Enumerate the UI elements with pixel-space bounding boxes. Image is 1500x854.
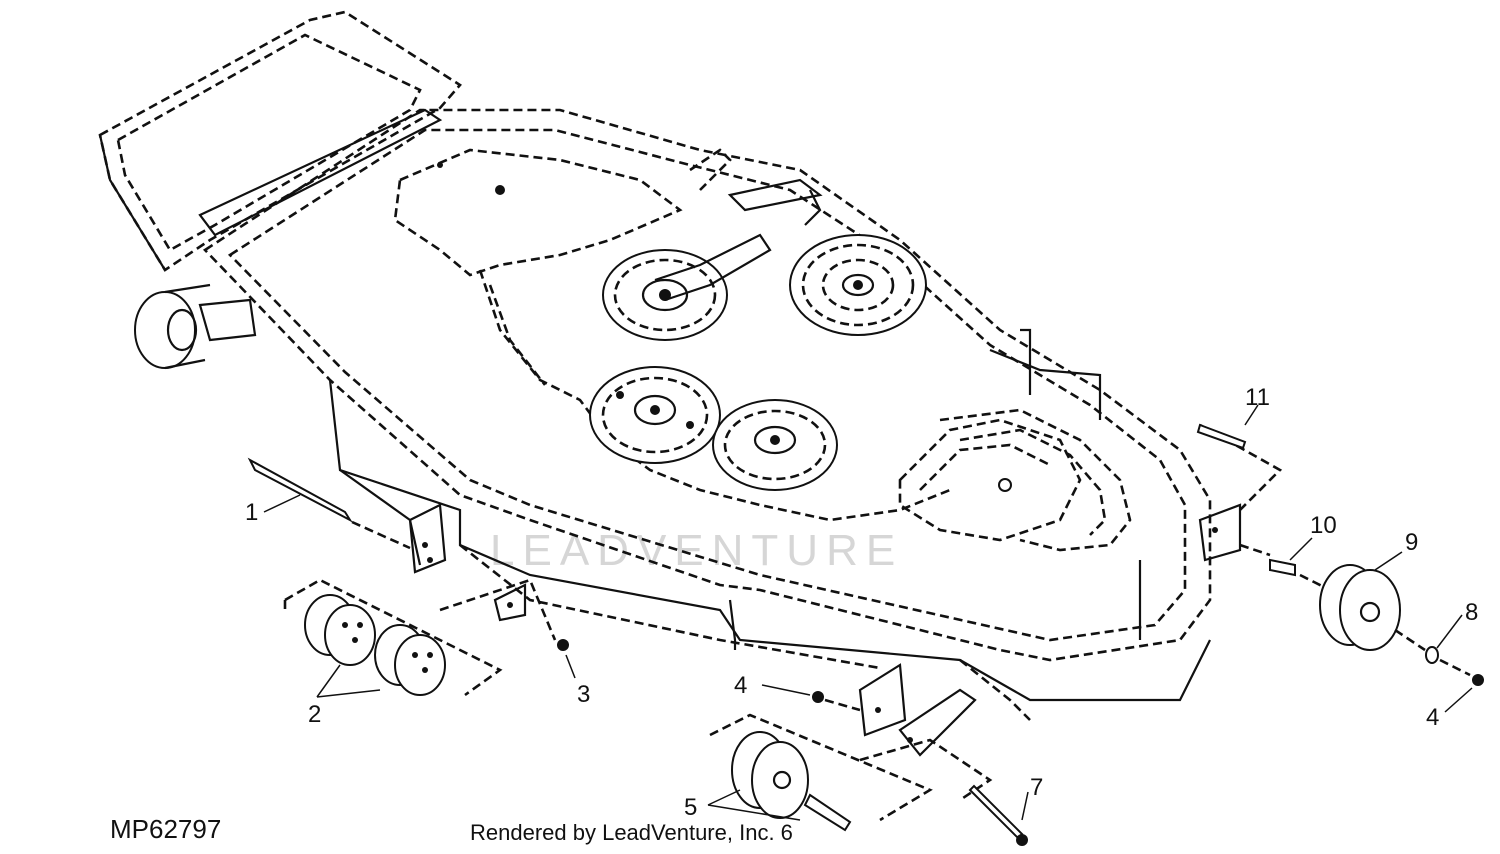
callout-3: 3 — [577, 681, 590, 708]
roller-2 — [374, 624, 446, 696]
callout-1: 1 — [245, 499, 258, 526]
part-9-wheel — [1319, 551, 1403, 651]
callout-11: 11 — [1245, 384, 1270, 411]
idler-pulley-lower — [712, 399, 838, 491]
spindle-pulley-right — [789, 234, 927, 336]
callout-8: 8 — [1465, 599, 1478, 626]
roller-1 — [304, 594, 376, 666]
part-10-spacer — [1239, 537, 1331, 592]
spindle-pulley-center — [589, 366, 721, 464]
part-4-nut-center — [761, 684, 861, 712]
footer-credit: Rendered by LeadVenture, Inc. 6 — [470, 820, 793, 845]
part-2-front-rollers — [283, 578, 503, 698]
part-5-gauge-wheel — [707, 713, 933, 832]
part-11-bolt — [1196, 404, 1283, 511]
callout-7: 7 — [1030, 774, 1043, 801]
callout-10: 10 — [1310, 512, 1337, 539]
mower-deck-housing — [202, 108, 1212, 721]
callout-9: 9 — [1405, 529, 1418, 556]
discharge-shield — [98, 10, 462, 272]
part-8-washer — [1394, 614, 1471, 677]
part-7-bolt — [859, 738, 1029, 846]
part-1-shaft — [247, 457, 411, 550]
callout-2: 2 — [308, 701, 321, 728]
callout-4-right: 4 — [1426, 704, 1439, 731]
idler-pulley-upper — [602, 249, 728, 341]
part-4-nut-right — [1444, 674, 1484, 713]
rear-left-roller-wheel — [134, 283, 257, 370]
callout-4-center: 4 — [734, 672, 747, 699]
part-3-nut — [439, 578, 576, 679]
figure-code: MP62797 — [110, 814, 221, 844]
callout-5: 5 — [684, 794, 697, 821]
pulley-assembly — [589, 148, 1102, 491]
watermark: LEADVENTURE — [490, 526, 903, 575]
front-gauge-wheel-brackets — [408, 503, 1242, 757]
